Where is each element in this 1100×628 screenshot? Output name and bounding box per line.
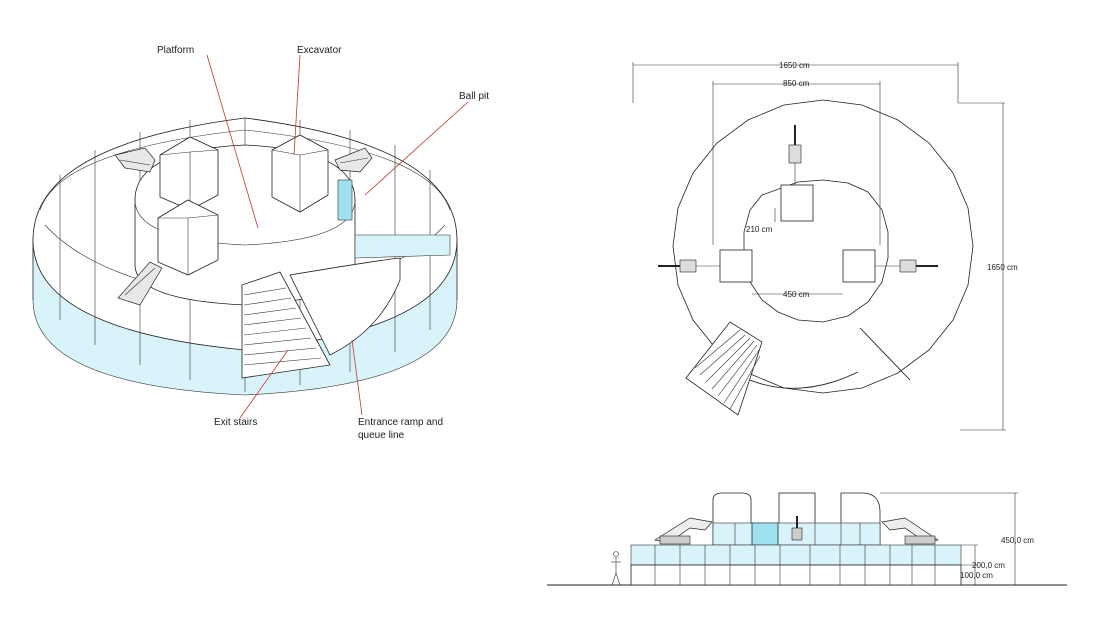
elev-lower-glass (630, 544, 962, 566)
label-excavator: Excavator (297, 45, 342, 56)
leader-ball-pit (364, 101, 469, 196)
label-platform: Platform (157, 45, 194, 56)
dim-elev-low: 100,0 cm (960, 571, 993, 580)
elev-excavator-mid (791, 516, 803, 541)
elevation-view: 450,0 cm 200,0 cm 100,0 cm (547, 492, 1067, 586)
excavator-iso-right (334, 147, 373, 173)
plan-excavator-left (658, 259, 720, 273)
dim-elev-total: 450,0 cm (1001, 536, 1034, 545)
dim-elev-mid: 200,0 cm (972, 561, 1005, 570)
label-entrance-line2: queue line (358, 430, 405, 441)
dim-inner-width: 850 cm (783, 79, 810, 88)
plan-stairs (685, 321, 763, 416)
plan-platform-top (780, 184, 814, 222)
plan-excavator-top (788, 125, 802, 185)
plan-excavator-right (875, 259, 938, 273)
excavator-iso-front (117, 261, 163, 306)
elev-excavator-right (881, 517, 939, 545)
plan-platform-right (842, 249, 876, 283)
plan-view: 1650 cm 850 cm 1650 cm 450 cm 210 cm (632, 61, 1018, 431)
label-ball-pit: Ball pit (459, 91, 489, 102)
tower-right (271, 134, 329, 213)
dim-outer-width: 1650 cm (779, 61, 810, 70)
dim-platform-gap: 450 cm (783, 290, 810, 299)
dim-rail-height: 210 cm (746, 225, 773, 234)
leader-excavator (293, 54, 301, 156)
leader-entrance (351, 339, 363, 416)
isometric-view: Platform Excavator Ball pit Exit stairs … (32, 45, 489, 441)
tower-front (157, 199, 219, 276)
dim-outer-height: 1650 cm (987, 263, 1018, 272)
elev-excavator-left (653, 517, 713, 545)
person-figure (611, 551, 621, 586)
leader-exit-stairs (239, 349, 289, 419)
label-entrance-line1: Entrance ramp and (358, 417, 443, 428)
excavator-iso-left (114, 147, 156, 173)
ramp-bridge (354, 234, 451, 259)
plan-platform-left (719, 249, 753, 283)
tower-left (159, 136, 219, 211)
exit-stairs (241, 271, 331, 379)
leader-platform (206, 54, 259, 229)
elev-base (630, 564, 962, 586)
label-exit-stairs: Exit stairs (214, 417, 257, 428)
plan-inner-ring (743, 179, 889, 323)
plan-ramp-curve (749, 371, 859, 389)
